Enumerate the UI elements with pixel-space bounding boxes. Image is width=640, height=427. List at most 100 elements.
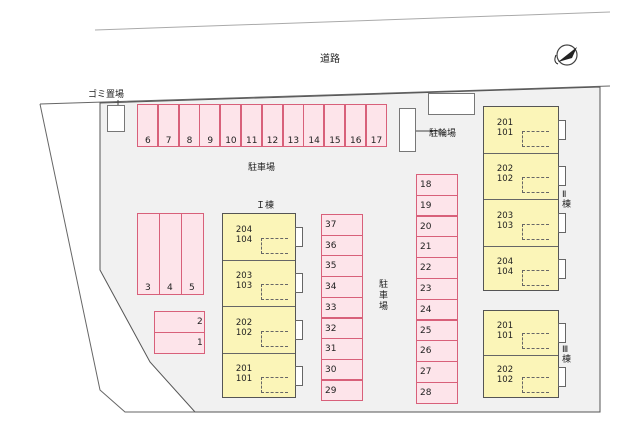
- unit-entrance: [558, 120, 566, 141]
- parking-space-number: 11: [246, 136, 258, 146]
- stair-outline: [261, 330, 288, 347]
- parking-space: 18: [416, 174, 458, 196]
- unit-upper-number: 201: [496, 118, 514, 129]
- unit-divider: [484, 153, 558, 155]
- parking-space: 32: [321, 317, 363, 339]
- building-I-label: Ｉ棟: [256, 201, 275, 211]
- north-arrow-icon: [554, 44, 578, 66]
- unit-entrance: [558, 212, 566, 233]
- unit-upper-number: 201: [235, 363, 253, 374]
- parking-space: 11: [241, 104, 262, 147]
- parking-space: 8: [178, 104, 200, 147]
- parking-space-number: 30: [325, 364, 337, 375]
- building-II-label: Ⅱ棟: [562, 190, 572, 210]
- parking-space-number: 4: [167, 283, 173, 293]
- unit-lower-number: 103: [235, 281, 253, 292]
- parking-space-number: 2: [197, 317, 203, 327]
- parking-space-number: 6: [145, 136, 151, 146]
- parking-space: 19: [416, 194, 458, 217]
- unit-lower-number: 104: [235, 235, 253, 246]
- parking-space-number: 8: [186, 136, 193, 146]
- unit-divider: [484, 245, 558, 247]
- stair-outline: [522, 177, 549, 194]
- bicycle-parking-box-left: [399, 108, 416, 152]
- stair-outline: [522, 333, 549, 349]
- unit-lower-number: 102: [235, 327, 253, 338]
- parking-space: 15: [324, 104, 346, 147]
- parking-space: 26: [416, 340, 458, 362]
- parking-space: 24: [416, 298, 458, 321]
- parking-space: 37: [321, 214, 363, 236]
- unit-entrance: [558, 258, 566, 279]
- unit-divider: [484, 355, 558, 356]
- bicycle-parking-label: 駐輪場: [429, 129, 457, 139]
- stair-outline: [261, 284, 288, 301]
- parking-space: 6: [137, 104, 158, 147]
- parking-space-number: 27: [420, 367, 432, 378]
- parking-label-vertical: 駐車場: [379, 280, 389, 312]
- site-boundary-left: [39, 103, 195, 413]
- road-edge-top: [94, 11, 611, 31]
- parking-space: 10: [220, 104, 242, 147]
- unit-upper-number: 204: [496, 256, 514, 267]
- parking-space: 25: [416, 319, 458, 342]
- unit-divider: [223, 260, 295, 262]
- building-III-label: Ⅲ棟: [562, 345, 572, 365]
- parking-space: 14: [303, 104, 325, 147]
- garbage-label: ゴミ置場: [88, 90, 125, 100]
- parking-space: 5: [181, 213, 204, 295]
- parking-space: 16: [345, 104, 366, 147]
- parking-space: 21: [416, 236, 458, 258]
- parking-space-number: 28: [420, 388, 432, 398]
- parking-space: 4: [159, 213, 182, 295]
- stair-outline: [522, 131, 549, 148]
- unit-lower-number: 102: [496, 174, 514, 185]
- unit-divider: [223, 352, 295, 354]
- parking-space-number: 9: [207, 136, 214, 146]
- parking-space: 35: [321, 255, 363, 277]
- parking-space-number: 17: [370, 136, 383, 146]
- parking-space-number: 37: [325, 220, 337, 230]
- parking-space-number: 26: [420, 346, 432, 357]
- unit-upper-number: 203: [235, 271, 253, 282]
- parking-space-number: 13: [287, 136, 300, 146]
- parking-space-number: 5: [189, 283, 195, 293]
- unit-lower-number: 101: [496, 128, 514, 139]
- parking-space: 34: [321, 276, 363, 298]
- unit-upper-number: 204: [235, 225, 253, 236]
- parking-space-number: 18: [420, 180, 432, 190]
- unit-entrance: [295, 365, 303, 386]
- stair-outline: [522, 223, 549, 240]
- unit-entrance: [295, 227, 303, 248]
- parking-space-number: 22: [420, 263, 432, 274]
- parking-space-number: 12: [266, 136, 279, 146]
- road-label: 道路: [320, 54, 340, 65]
- unit-lower-number: 101: [235, 373, 253, 384]
- parking-label-top: 駐車場: [248, 163, 276, 173]
- bicycle-parking-box-top: [428, 93, 475, 115]
- parking-space: 27: [416, 361, 458, 383]
- parking-space: 36: [321, 234, 363, 257]
- parking-space: 29: [321, 379, 363, 402]
- unit-lower-number: 101: [496, 331, 514, 341]
- unit-entrance: [558, 323, 566, 343]
- unit-divider: [484, 199, 558, 201]
- parking-space-number: 35: [325, 261, 337, 272]
- parking-space: 7: [157, 104, 179, 147]
- parking-space: 33: [321, 296, 363, 319]
- parking-space: 12: [261, 104, 283, 147]
- parking-space-number: 36: [325, 240, 337, 251]
- parking-space: 3: [137, 213, 160, 295]
- parking-space-number: 15: [329, 136, 341, 146]
- unit-upper-number: 203: [496, 210, 514, 221]
- parking-space: 28: [416, 382, 458, 404]
